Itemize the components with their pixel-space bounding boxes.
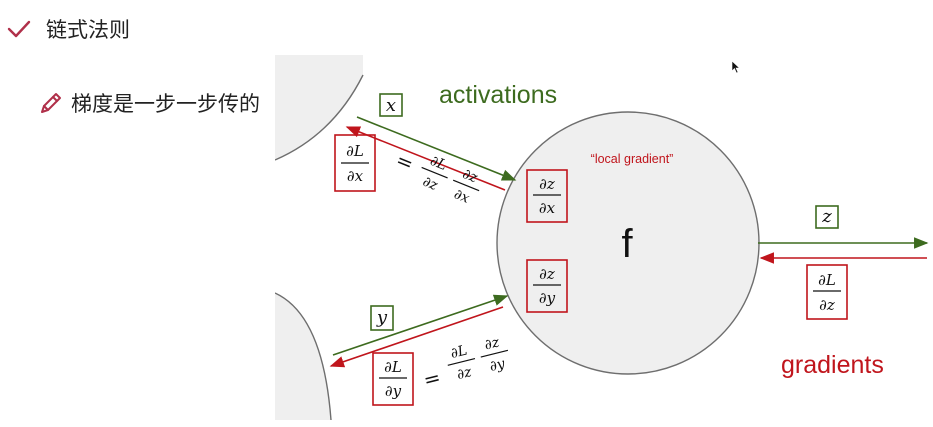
variable-y: y — [370, 305, 394, 331]
local-gradient-dzdy: ∂z ∂y — [526, 259, 568, 313]
svg-text:=: = — [393, 147, 418, 176]
svg-text:∂y: ∂y — [539, 289, 556, 307]
local-gradient-dzdx: ∂z ∂x — [526, 169, 568, 223]
node-label: f — [621, 222, 633, 266]
svg-text:∂y: ∂y — [385, 382, 402, 400]
svg-text:∂z: ∂z — [420, 174, 440, 195]
svg-text:∂L: ∂L — [346, 142, 364, 160]
upstream-node-bottom — [275, 293, 331, 420]
svg-text:∂z: ∂z — [539, 265, 555, 283]
y-backward-arrow — [329, 306, 504, 368]
activations-label: activations — [439, 81, 557, 109]
x-backward-arrow — [345, 126, 506, 191]
equation-dLdy: ∂L ∂y = ∂L ∂z ∂z ∂y — [372, 334, 509, 406]
gradients-label: gradients — [781, 351, 884, 379]
local-gradient-label: “local gradient” — [591, 152, 674, 166]
svg-text:∂z: ∂z — [819, 296, 835, 314]
variable-x: x — [379, 93, 403, 117]
svg-text:y: y — [376, 307, 388, 328]
svg-text:∂L: ∂L — [384, 358, 402, 376]
upstream-gradient-dLdz: ∂L ∂z — [806, 264, 848, 320]
svg-text:∂x: ∂x — [452, 186, 472, 207]
upstream-node-top — [275, 55, 363, 160]
svg-text:∂z: ∂z — [460, 166, 480, 187]
svg-text:z: z — [821, 206, 832, 227]
variable-z: z — [815, 205, 839, 229]
equation-dLdx: ∂L ∂x = ∂L ∂z ∂z ∂x — [334, 134, 480, 207]
mouse-cursor-icon — [731, 60, 741, 74]
svg-text:∂z: ∂z — [455, 364, 474, 383]
chain-rule-diagram: f “local gradient” activations gradients… — [275, 55, 929, 420]
heading-title: 链式法则 — [46, 18, 130, 42]
check-icon — [7, 20, 31, 38]
svg-text:=: = — [421, 365, 443, 392]
svg-text:∂z: ∂z — [539, 175, 555, 193]
svg-text:∂L: ∂L — [428, 153, 449, 174]
svg-text:∂x: ∂x — [539, 199, 556, 217]
svg-text:∂y: ∂y — [488, 355, 508, 374]
svg-text:∂z: ∂z — [483, 334, 502, 353]
pencil-icon — [41, 93, 61, 113]
note-text: 梯度是一步一步传的 — [71, 92, 260, 116]
svg-text:x: x — [386, 95, 396, 116]
svg-text:∂L: ∂L — [818, 271, 836, 289]
y-forward-arrow — [332, 294, 509, 356]
svg-text:∂x: ∂x — [347, 167, 364, 185]
svg-text:∂L: ∂L — [449, 342, 469, 362]
x-forward-arrow — [356, 116, 517, 181]
